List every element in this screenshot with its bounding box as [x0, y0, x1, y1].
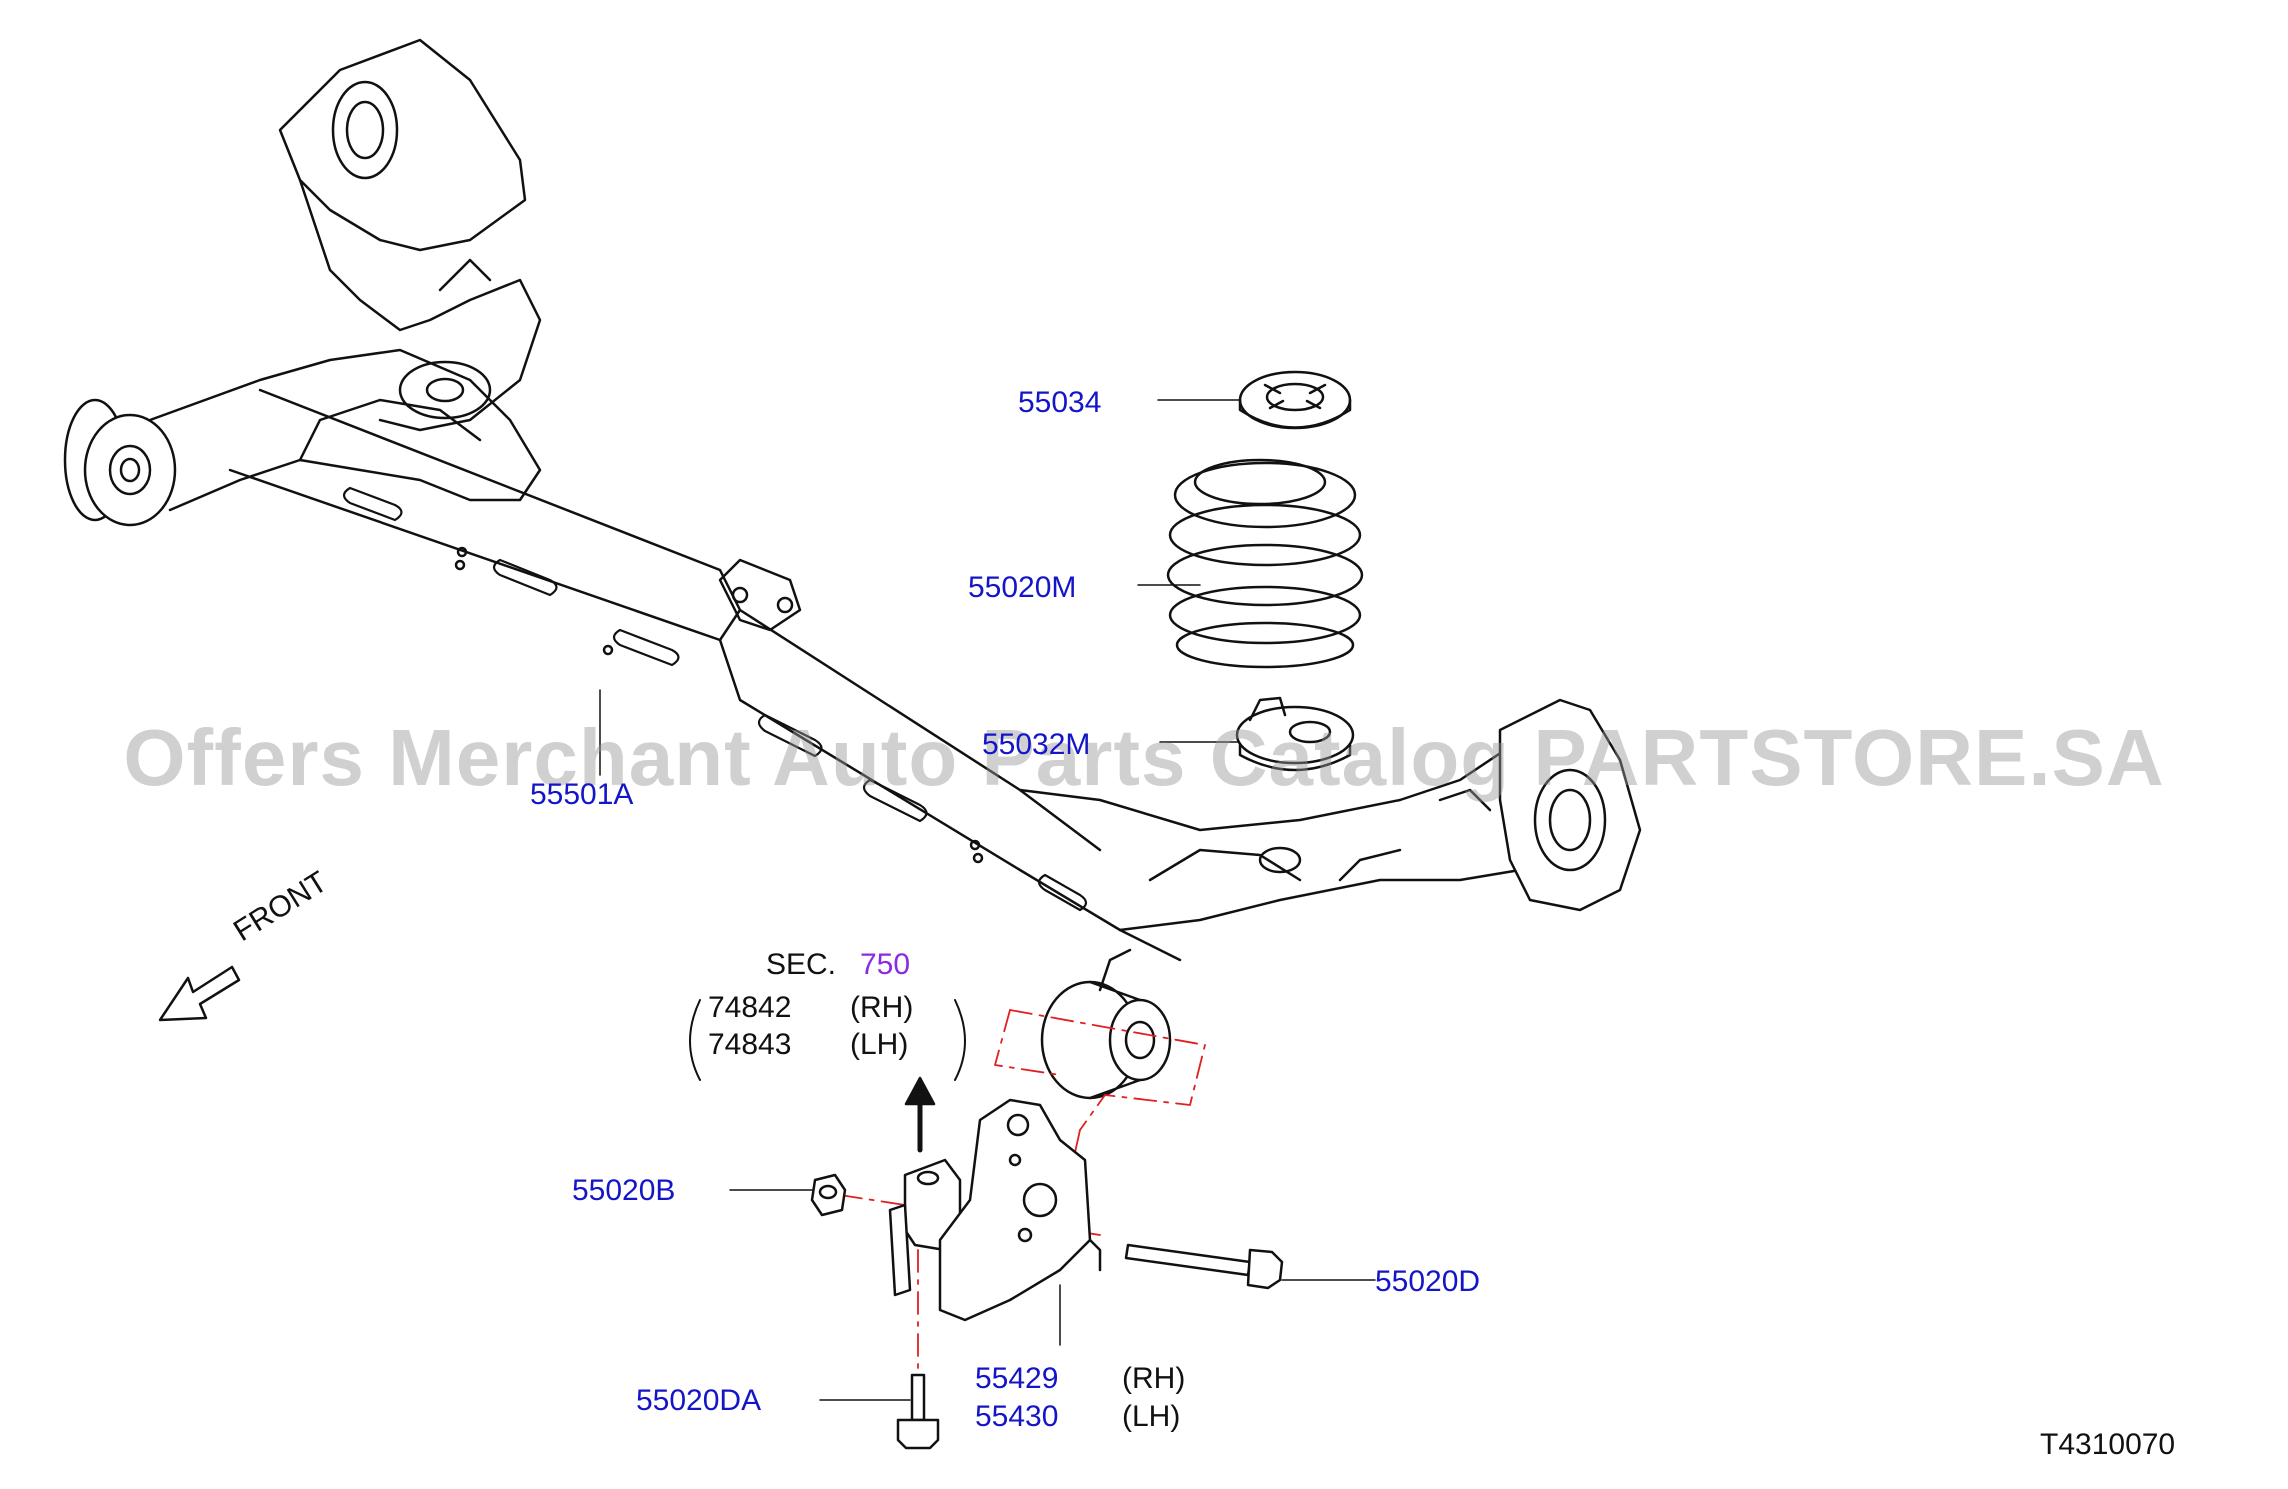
hex-bolt: [1124, 1243, 1376, 1290]
section-code-rh: 74842: [708, 991, 792, 1024]
part-55501A-link[interactable]: 55501A: [530, 778, 634, 811]
part-55429-link[interactable]: 55429: [975, 1362, 1059, 1395]
part-55032M-link[interactable]: 55032M: [982, 728, 1091, 761]
rear-axle-beam: [63, 38, 1642, 1100]
part-55034-link[interactable]: 55034: [1018, 386, 1102, 419]
part-55020B-link[interactable]: 55020B: [572, 1174, 676, 1207]
front-arrow-icon: [158, 965, 241, 1022]
section-prefix: SEC.: [766, 948, 837, 981]
spring-seat-lower: [1159, 696, 1355, 772]
section-side-lh: (LH): [850, 1028, 909, 1061]
flange-bolt: [819, 1373, 940, 1450]
section-code-lh: 74843: [708, 1028, 792, 1061]
part-55020M-link[interactable]: 55020M: [968, 571, 1077, 604]
section-side-rh: (RH): [850, 991, 914, 1024]
part-55429-side: (RH): [1122, 1362, 1186, 1395]
coil-spring: [1137, 458, 1364, 669]
part-55020D-link[interactable]: 55020D: [1375, 1265, 1481, 1298]
section-ref-750-link[interactable]: 750: [860, 948, 911, 981]
flange-nut: [729, 1173, 847, 1217]
part-55430-link[interactable]: 55430: [975, 1400, 1059, 1433]
part-55020DA-link[interactable]: 55020DA: [636, 1384, 762, 1417]
up-arrow-icon: [904, 1076, 936, 1153]
mounting-bracket: [888, 1098, 1102, 1346]
diagram-code: T4310070: [2040, 1428, 2176, 1461]
spring-seat-upper: [1157, 370, 1352, 430]
part-55430-side: (LH): [1122, 1400, 1181, 1433]
